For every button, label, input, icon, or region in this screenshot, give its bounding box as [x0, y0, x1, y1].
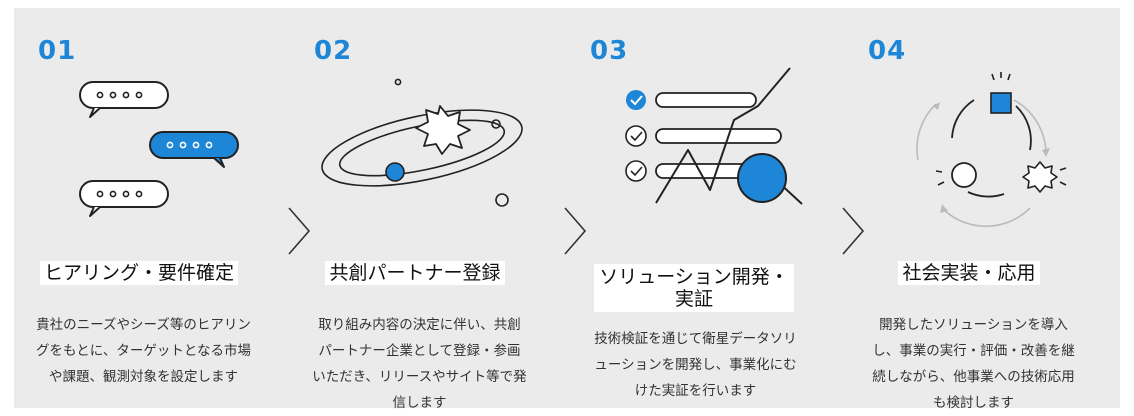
- step-4: 04: [844, 8, 1094, 411]
- step-description: 開発したソリューションを導入し、事業の実行・評価・改善を継続しながら、他事業への…: [872, 317, 1075, 411]
- step-title: 共創パートナー登録: [290, 261, 540, 285]
- step-2: 02 共創パートナー登録 取り組み内容の決定に伴い、共創パートナー企業として登録…: [290, 8, 540, 411]
- chevron-right-icon: [842, 207, 865, 255]
- step-title: ソリューション開発・実証: [594, 264, 794, 312]
- step-number: 03: [590, 36, 629, 66]
- step-number: 01: [38, 36, 77, 66]
- step-number: 02: [314, 36, 353, 66]
- checklist-analysis-icon: [625, 67, 803, 205]
- chevron-right-icon: [288, 207, 311, 255]
- step-title: ヒアリング・要件確定: [14, 261, 264, 285]
- chat-bubbles-icon: [79, 81, 239, 217]
- step-description: 取り組み内容の決定に伴い、共創パートナー企業として登録・参画いただき、リリースや…: [312, 317, 527, 411]
- step-1: 01 ヒアリング・要件確定 貴社のニーズやシーズ等のヒアリングをもとに、ターゲッ…: [14, 8, 264, 408]
- orbit-icon: [321, 78, 523, 207]
- step-title: 社会実装・応用: [844, 261, 1094, 285]
- process-panel: 01 ヒアリング・要件確定 貴社のニーズやシーズ等のヒアリングをもとに、ターゲッ…: [14, 8, 1120, 411]
- step-number: 04: [868, 36, 907, 66]
- step-3: 03 ソリューション開発・実証 技術検証を通じて衛星データソリューションを開発し…: [566, 8, 816, 408]
- cycle-icon: [916, 72, 1067, 228]
- chevron-right-icon: [564, 207, 587, 255]
- step-description: 技術検証を通じて衛星データソリューションを開発し、事業化にむけた実証を行います: [594, 331, 797, 399]
- step-description: 貴社のニーズやシーズ等のヒアリングをもとに、ターゲットとなる市場や課題、観測対象…: [36, 317, 251, 385]
